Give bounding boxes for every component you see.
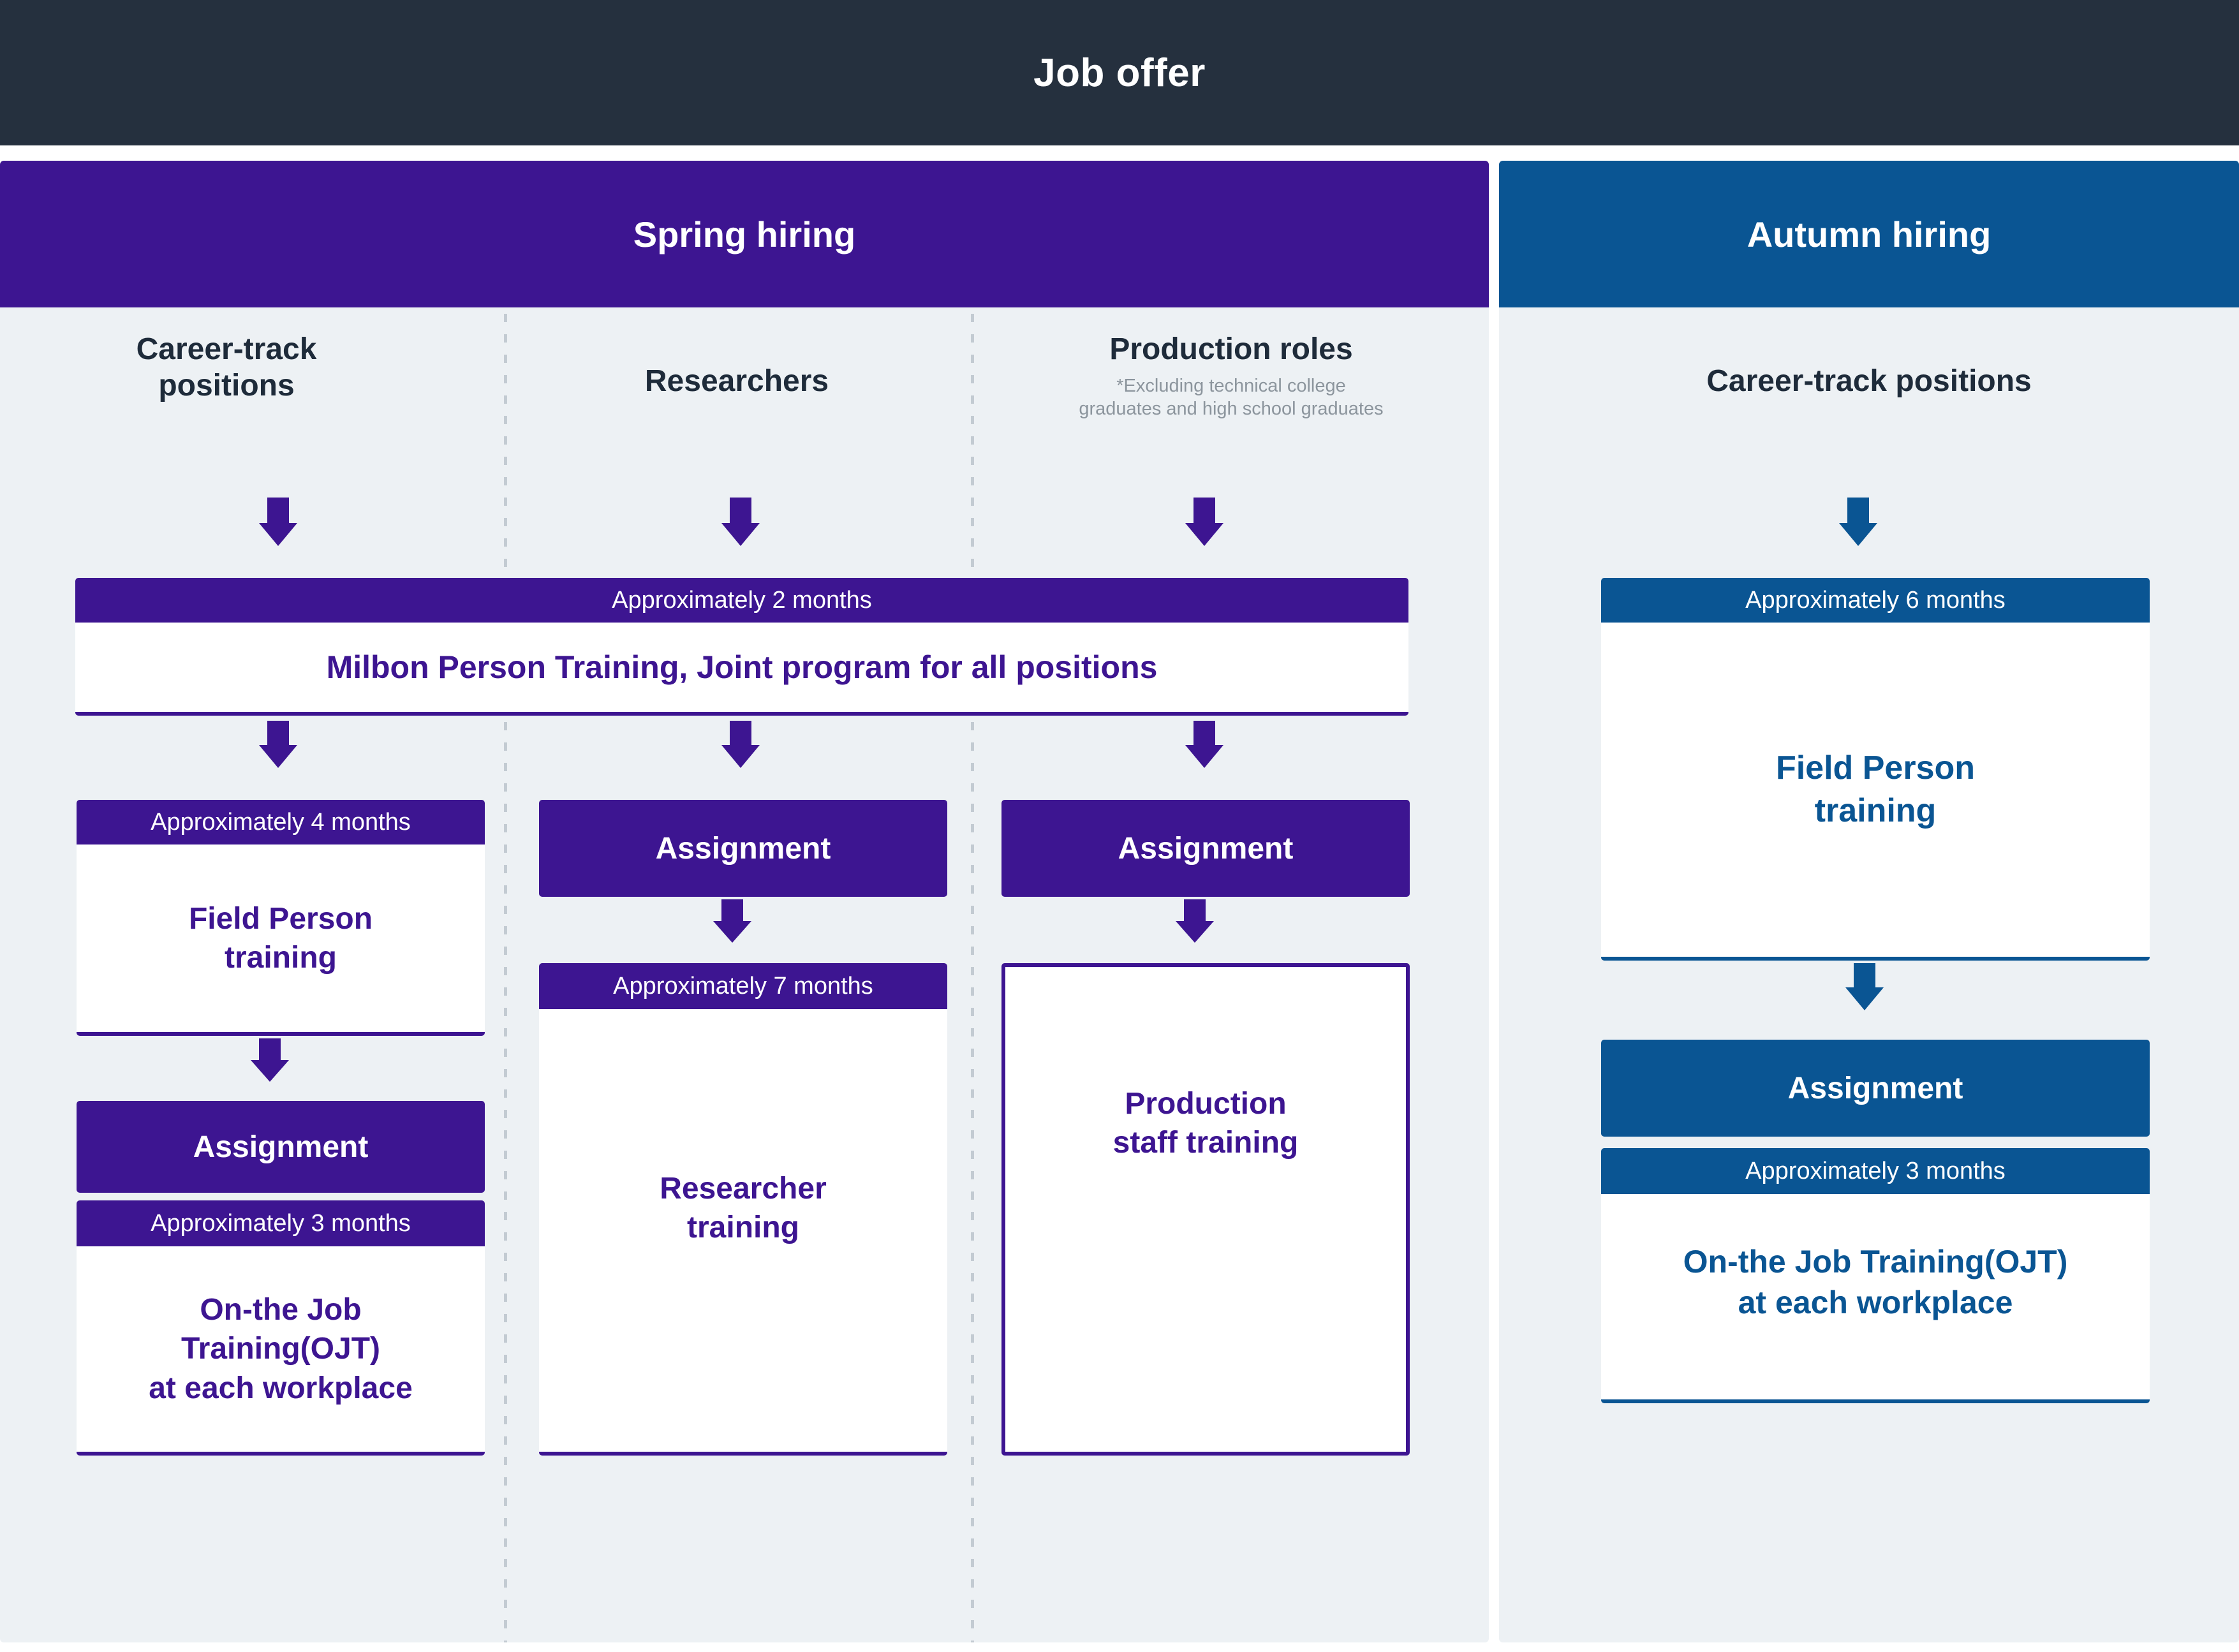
column-note: *Excluding technical college graduates a…: [1008, 374, 1454, 421]
step-duration: Approximately 2 months: [612, 586, 872, 614]
step-label: Assignment: [1118, 831, 1294, 866]
column-heading-career-track: Career-track positions: [32, 332, 421, 404]
step-label-line2: at each workplace: [1738, 1285, 2013, 1320]
step-label-line1: Field Person: [1775, 749, 1976, 787]
step-ojt-career-track: Approximately 3 months On-the Job Traini…: [77, 1200, 485, 1456]
step-label: Milbon Person Training, Joint program fo…: [75, 623, 1408, 712]
column-divider-1: [504, 314, 507, 1642]
step-label-line1: Researcher: [660, 1171, 827, 1206]
job-offer-banner: Job offer: [0, 0, 2239, 145]
step-label-line3: at each workplace: [149, 1371, 413, 1405]
column-note-line2: graduates and high school graduates: [1079, 398, 1384, 419]
step-duration: Approximately 6 months: [1745, 586, 2006, 614]
column-note-line1: *Excluding technical college: [1116, 375, 1346, 396]
step-field-person-training-autumn: Approximately 6 months Field Person trai…: [1601, 578, 2150, 961]
step-duration: Approximately 3 months: [1745, 1157, 2006, 1184]
spring-hiring-body: Career-track positions Researchers Produ…: [0, 307, 1489, 1642]
spring-hiring-title: Spring hiring: [633, 214, 856, 254]
column-heading-production-roles: Production roles *Excluding technical co…: [1008, 332, 1454, 420]
step-researcher-training: Approximately 7 months Researcher traini…: [539, 963, 947, 1456]
step-duration: Approximately 3 months: [151, 1209, 411, 1237]
column-heading-line2: positions: [158, 368, 295, 402]
step-production-staff-training: Production staff training: [1001, 963, 1410, 1456]
step-label-line2: Training(OJT): [181, 1332, 380, 1366]
step-label: Assignment: [655, 831, 831, 866]
step-label-line1: Field Person: [188, 901, 373, 936]
step-label-line2: staff training: [1112, 1126, 1299, 1160]
column-heading-career-track-autumn: Career-track positions: [1525, 364, 2213, 400]
autumn-hiring-title: Autumn hiring: [1747, 214, 1991, 254]
step-field-person-training: Approximately 4 months Field Person trai…: [77, 800, 485, 1036]
shared-step-milbon-training: Approximately 2 months Milbon Person Tra…: [75, 578, 1408, 716]
step-label-line1: Production: [1125, 1086, 1287, 1121]
panel-autumn-hiring: Autumn hiring Career-track positions App…: [1499, 161, 2239, 1642]
step-label-line1: On-the Job Training(OJT): [1683, 1244, 2068, 1280]
step-assignment-researchers: Assignment: [539, 800, 947, 897]
step-ojt-autumn: Approximately 3 months On-the Job Traini…: [1601, 1148, 2150, 1403]
column-heading-line1: Production roles: [1109, 332, 1353, 366]
spring-hiring-header: Spring hiring: [0, 161, 1489, 307]
step-label: Assignment: [1787, 1071, 1963, 1105]
column-divider-2: [971, 314, 974, 1642]
page-title: Job offer: [1033, 50, 1206, 95]
step-label: Assignment: [193, 1130, 369, 1164]
column-heading-line1: Career-track positions: [1706, 364, 2032, 398]
step-label-line2: training: [687, 1211, 799, 1244]
autumn-hiring-body: Career-track positions Approximately 6 m…: [1499, 307, 2239, 1642]
panel-spring-hiring: Spring hiring Career-track positions Res…: [0, 161, 1489, 1642]
step-label-line2: training: [1814, 792, 1937, 829]
column-heading-line1: Researchers: [644, 364, 829, 398]
step-assignment-autumn: Assignment: [1601, 1040, 2150, 1137]
step-duration: Approximately 4 months: [151, 808, 411, 836]
column-heading-line1: Career-track: [136, 332, 317, 366]
step-assignment-production: Assignment: [1001, 800, 1410, 897]
step-label-line1: On-the Job: [200, 1292, 362, 1327]
column-heading-researchers: Researchers: [545, 364, 928, 400]
step-assignment-career-track: Assignment: [77, 1101, 485, 1193]
step-duration: Approximately 7 months: [613, 972, 873, 999]
step-label-line2: training: [225, 941, 337, 975]
autumn-hiring-header: Autumn hiring: [1499, 161, 2239, 307]
